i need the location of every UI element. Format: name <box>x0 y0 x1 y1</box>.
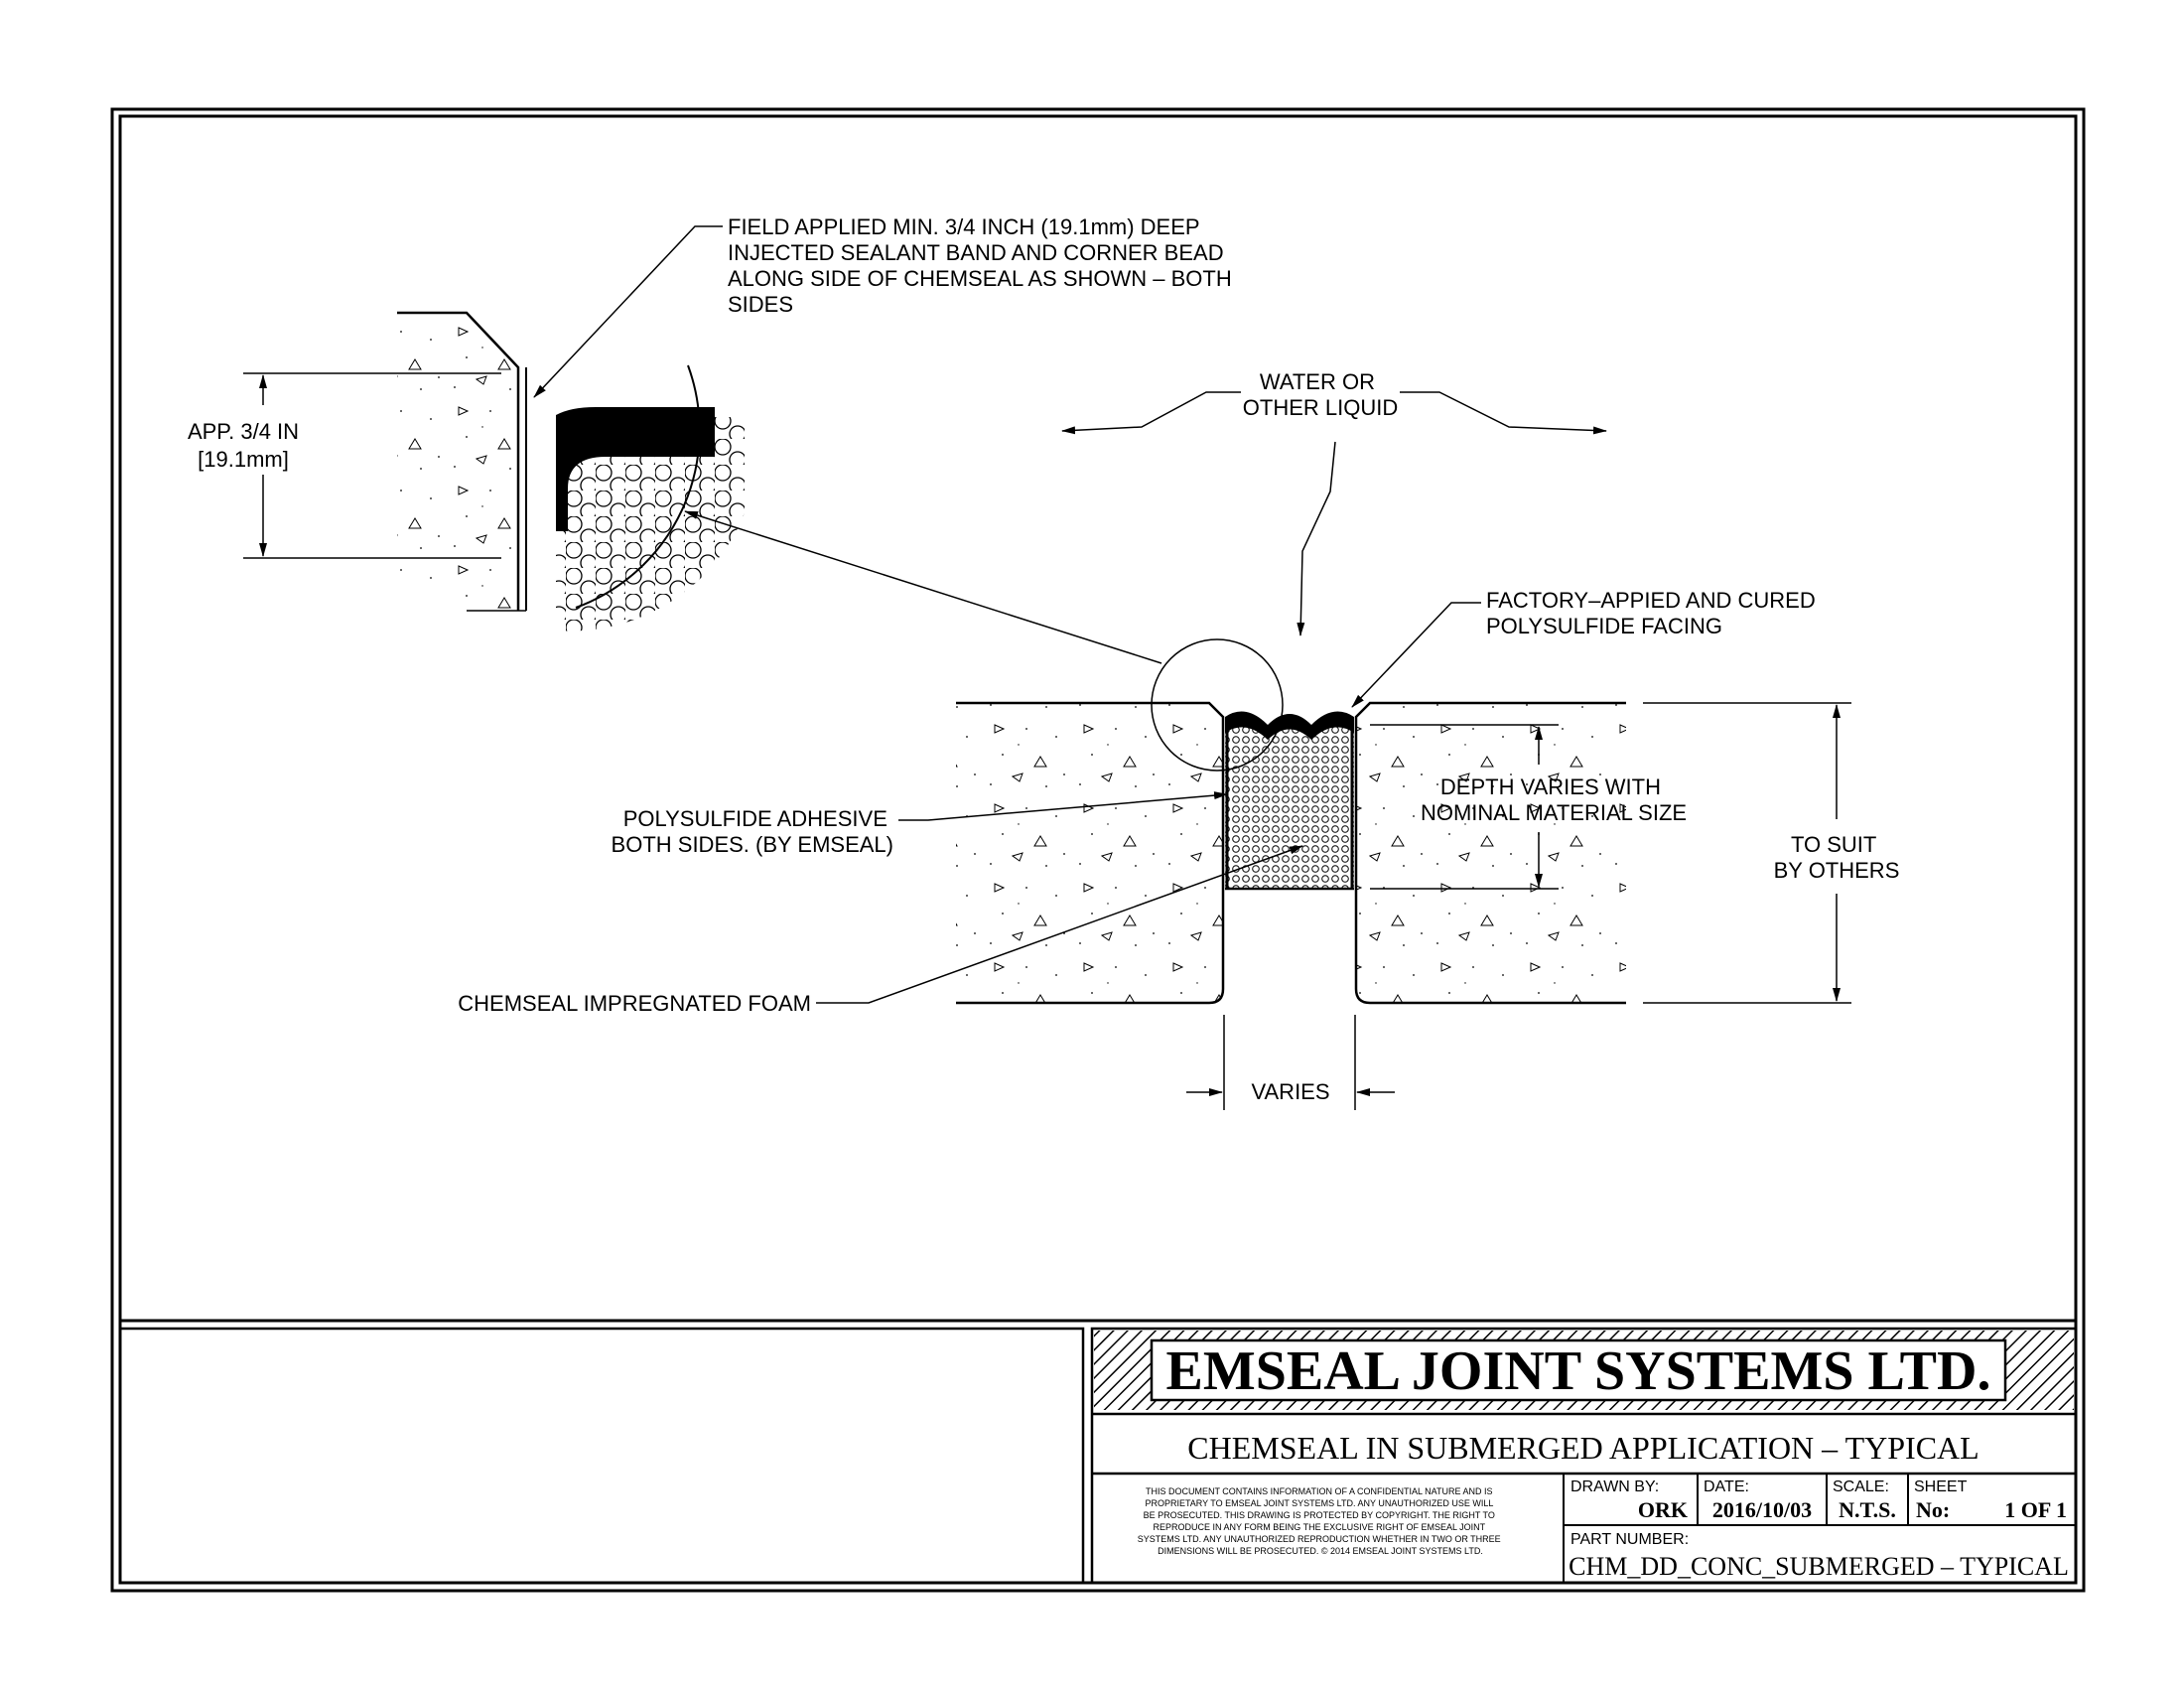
leader-enlargement <box>684 510 1162 664</box>
info-panel <box>1090 1327 2078 1585</box>
adhesive-note: POLYSULFIDE ADHESIVE BOTH SIDES. (BY EMS… <box>612 806 893 857</box>
sheet-value: 1 OF 1 <box>2004 1497 2067 1522</box>
detail-concrete-block <box>397 313 518 611</box>
leader-adhesive <box>898 791 1228 821</box>
leader-facing <box>1351 602 1481 708</box>
water-note: WATER OR OTHER LIQUID <box>1243 369 1398 420</box>
field-sealant-note: FIELD APPLIED MIN. 3/4 INCH (19.1mm) DEE… <box>728 214 1238 317</box>
enlarged-detail: APP. 3/4 IN [19.1mm] FIELD APPLIED MIN. … <box>188 214 1238 664</box>
date-value: 2016/10/03 <box>1712 1497 1812 1522</box>
to-suit-note: TO SUIT BY OTHERS <box>1774 832 1900 883</box>
sheet-no-label: No: <box>1916 1497 1950 1522</box>
depth-note: DEPTH VARIES WITH NOMINAL MATERIAL SIZE <box>1421 774 1687 825</box>
app-dim-label: APP. 3/4 IN <box>188 419 299 444</box>
part-number-label: PART NUMBER: <box>1570 1531 1689 1548</box>
foam-note: CHEMSEAL IMPREGNATED FOAM <box>458 991 811 1016</box>
detail-break-curve <box>575 364 701 609</box>
left-slab-outline <box>956 701 1225 1005</box>
scale-value: N.T.S. <box>1839 1497 1896 1522</box>
company-banner <box>1150 1338 2007 1402</box>
scale-label: SCALE: <box>1833 1478 1889 1495</box>
facing-note: FACTORY–APPIED AND CURED POLYSULFIDE FAC… <box>1486 588 1822 638</box>
polysulfide-facing <box>1225 711 1354 740</box>
drawn-by-value: ORK <box>1638 1497 1688 1522</box>
leader-field-sealant <box>533 225 723 398</box>
left-slab <box>956 703 1223 1003</box>
right-slab <box>1356 703 1626 1003</box>
water-pointer <box>1297 441 1336 636</box>
right-slab-outline <box>1354 701 1626 1005</box>
date-label: DATE: <box>1704 1478 1749 1495</box>
title-block: EMSEAL JOINT SYSTEMS LTD. CHEMSEAL IN SU… <box>118 1327 2078 1585</box>
detail-polysulfide-facing <box>556 407 715 531</box>
outer-border <box>110 107 2086 1593</box>
blank-panel <box>118 1327 1085 1585</box>
drawing-title: CHEMSEAL IN SUBMERGED APPLICATION – TYPI… <box>1187 1430 1979 1466</box>
disclaimer: THIS DOCUMENT CONTAINS INFORMATION OF A … <box>1138 1486 1503 1556</box>
water-wave-right <box>1400 391 1607 435</box>
company-name: EMSEAL JOINT SYSTEMS LTD. <box>1166 1340 1991 1402</box>
app-dim-metric: [19.1mm] <box>198 447 289 472</box>
sheet-label: SHEET <box>1914 1478 1968 1495</box>
water-wave-left <box>1061 391 1241 435</box>
leader-foam <box>816 845 1303 1004</box>
detail-concrete-outline <box>397 311 520 611</box>
detail-circle <box>1151 638 1284 772</box>
part-number-value: CHM_DD_CONC_SUBMERGED – TYPICAL <box>1569 1552 2069 1581</box>
chemseal-foam <box>1225 725 1354 889</box>
main-section: WATER OR OTHER LIQUID FACTORY–APPIED AND… <box>458 369 1899 1110</box>
drawn-by-label: DRAWN BY: <box>1570 1478 1659 1495</box>
varies-label: VARIES <box>1251 1079 1329 1104</box>
